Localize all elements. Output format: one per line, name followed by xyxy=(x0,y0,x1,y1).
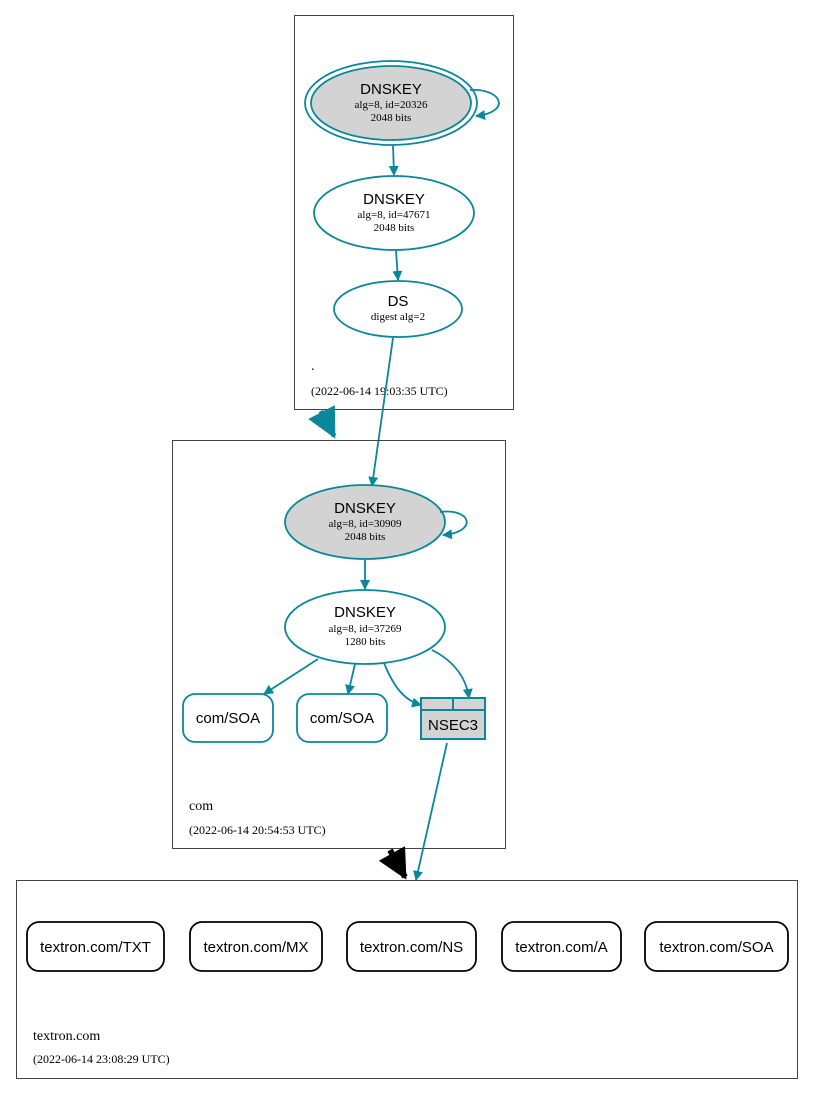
root-ds-title: DS xyxy=(388,293,409,310)
edge-root-zsk-to-ds xyxy=(392,249,403,281)
root-ksk-bits: 2048 bits xyxy=(371,112,412,124)
zone-root-name: . xyxy=(311,359,315,374)
zone-textron-name: textron.com xyxy=(33,1029,100,1044)
edge-root-ksk-to-zsk xyxy=(388,144,399,176)
zone-com-timestamp: (2022-06-14 20:54:53 UTC) xyxy=(189,823,326,837)
rr-node-ns: textron.com/NS xyxy=(346,921,477,972)
com-zsk-node: DNSKEY alg=8, id=37269 1280 bits xyxy=(284,589,446,665)
rr-node-soa: textron.com/SOA xyxy=(644,921,789,972)
rr-node-a: textron.com/A xyxy=(501,921,622,972)
edge-com-zsk-to-nsec3-b xyxy=(431,649,473,699)
com-ksk-self-edge xyxy=(439,510,468,540)
rr-label-a: textron.com/A xyxy=(515,939,608,956)
rr-label-ns: textron.com/NS xyxy=(360,939,463,956)
com-ksk-bits: 2048 bits xyxy=(345,531,386,543)
zone-textron-box xyxy=(16,880,798,1079)
rr-node-txt: textron.com/TXT xyxy=(26,921,165,972)
rr-node-mx: textron.com/MX xyxy=(189,921,323,972)
edge-com-zsk-to-nsec3-a xyxy=(383,662,422,708)
com-zsk-title: DNSKEY xyxy=(334,604,396,621)
zone-root-timestamp: (2022-06-14 19:03:35 UTC) xyxy=(311,384,448,398)
com-soa-node-2: com/SOA xyxy=(296,693,388,743)
zone-root-box xyxy=(294,15,514,410)
delegation-com-to-textron xyxy=(378,846,408,880)
delegation-root-to-com xyxy=(308,405,337,439)
com-soa-label-2: com/SOA xyxy=(310,710,374,727)
rr-label-txt: textron.com/TXT xyxy=(40,939,151,956)
rr-label-soa: textron.com/SOA xyxy=(659,939,773,956)
rr-label-mx: textron.com/MX xyxy=(203,939,308,956)
com-ksk-node: DNSKEY alg=8, id=30909 2048 bits xyxy=(284,484,446,560)
com-ksk-title: DNSKEY xyxy=(334,500,396,517)
com-soa-label-1: com/SOA xyxy=(196,710,260,727)
root-ds-digest: digest alg=2 xyxy=(371,311,425,323)
com-nsec3-node: NSEC3 xyxy=(420,697,486,740)
zone-com-name: com xyxy=(189,799,213,814)
zone-com-box xyxy=(172,440,506,849)
com-zsk-alg: alg=8, id=37269 xyxy=(329,623,402,635)
edge-nsec3-to-textron xyxy=(413,742,448,881)
root-ds-node: DS digest alg=2 xyxy=(333,280,463,338)
edge-root-ds-to-com-ksk xyxy=(368,337,394,487)
root-ksk-self-edge xyxy=(469,89,500,120)
edge-com-zsk-to-soa-2 xyxy=(345,663,356,695)
root-ksk-alg: alg=8, id=20326 xyxy=(355,99,428,111)
root-zsk-node: DNSKEY alg=8, id=47671 2048 bits xyxy=(313,175,475,251)
com-zsk-bits: 1280 bits xyxy=(345,636,386,648)
com-ksk-alg: alg=8, id=30909 xyxy=(329,518,402,530)
edge-com-zsk-to-soa-1 xyxy=(263,658,319,695)
root-zsk-alg: alg=8, id=47671 xyxy=(358,209,431,221)
root-ksk-title: DNSKEY xyxy=(360,81,422,98)
root-ksk-node: DNSKEY alg=8, id=20326 2048 bits xyxy=(304,60,478,146)
com-soa-node-1: com/SOA xyxy=(182,693,274,743)
zone-textron-timestamp: (2022-06-14 23:08:29 UTC) xyxy=(33,1052,170,1066)
com-nsec3-label: NSEC3 xyxy=(428,717,478,734)
root-zsk-title: DNSKEY xyxy=(363,191,425,208)
root-zsk-bits: 2048 bits xyxy=(374,222,415,234)
